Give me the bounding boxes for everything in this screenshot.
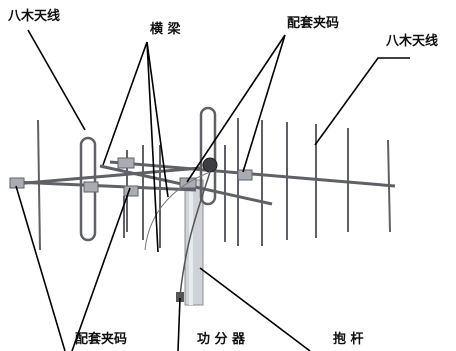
label-mast: 抱 杆 bbox=[333, 331, 364, 347]
label-splitter: 功 分 器 bbox=[197, 331, 246, 347]
label-clamp-bottom: 配套夹码 bbox=[75, 331, 127, 347]
power-splitter bbox=[144, 157, 218, 302]
label-clamp-top: 配套夹码 bbox=[287, 15, 339, 31]
yagi-left bbox=[13, 119, 197, 251]
label-yagi-right: 八木天线 bbox=[385, 33, 438, 49]
label-crossbar: 横 梁 bbox=[150, 21, 182, 37]
leader-lines bbox=[15, 29, 410, 351]
label-yagi-left: 八木天线 bbox=[7, 8, 60, 24]
